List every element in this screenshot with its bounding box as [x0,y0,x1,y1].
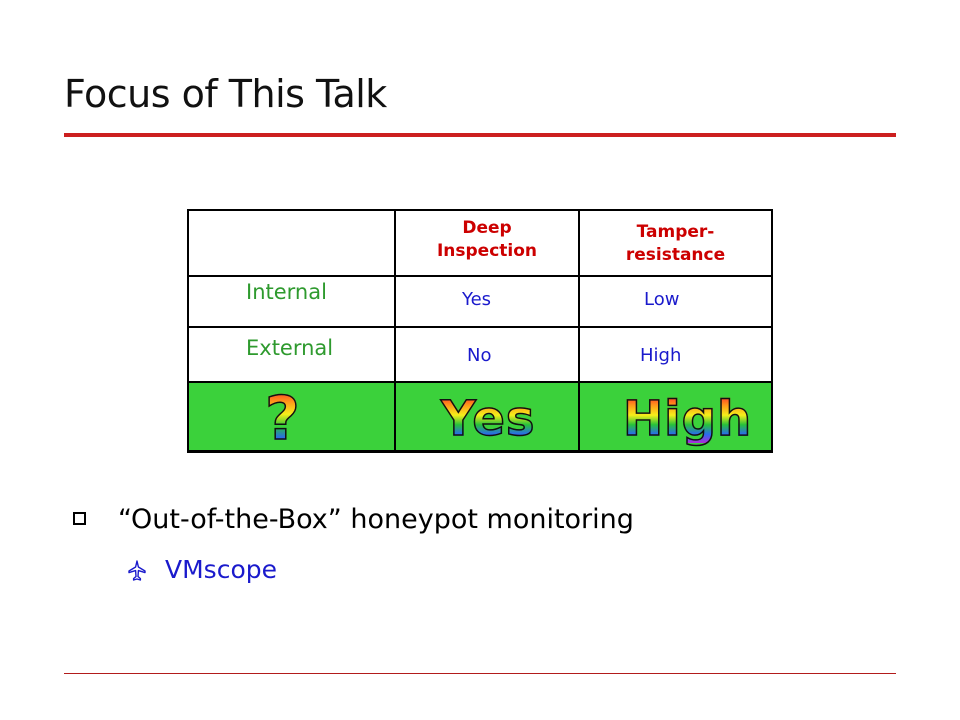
header-deep-inspection: Deep Inspection [436,218,538,261]
table-border-right [771,209,773,383]
answer-deep-inspection: Yes [440,391,536,447]
cell-internal-tamper-resistance: Low [644,289,680,310]
cell-external-deep-inspection: No [467,345,492,366]
header-tamper-resistance: Tamper- resistance [625,222,726,265]
table-col-divider-2 [578,209,580,383]
table-border-left [187,209,189,383]
answer-col-divider-1 [394,383,396,450]
answer-tamper-resistance: High [622,391,753,447]
comparison-table: Deep Inspection Tamper- resistance Inter… [187,209,773,383]
bullet-item-text: “Out-of-the-Box” honeypot monitoring [118,504,634,535]
table-row-divider-1 [187,275,773,277]
cell-internal-deep-inspection: Yes [462,289,492,310]
title-rule [64,133,896,137]
answer-col-divider-2 [578,383,580,450]
table-col-divider-1 [394,209,396,383]
table-border-bottom [187,381,773,383]
square-bullet-icon [73,512,86,525]
airplane-icon [128,560,146,581]
answer-question-mark: ? [264,384,300,454]
sub-bullet-item-text: VMscope [165,555,277,584]
cell-external-tamper-resistance: High [640,345,682,366]
footer-rule [64,673,896,674]
table-row-divider-2 [187,326,773,328]
row-label-external: External [246,336,334,360]
row-label-internal: Internal [246,280,327,304]
answer-row: ? Yes High [187,383,773,453]
table-border-top [187,209,773,211]
page-title: Focus of This Talk [64,72,387,116]
